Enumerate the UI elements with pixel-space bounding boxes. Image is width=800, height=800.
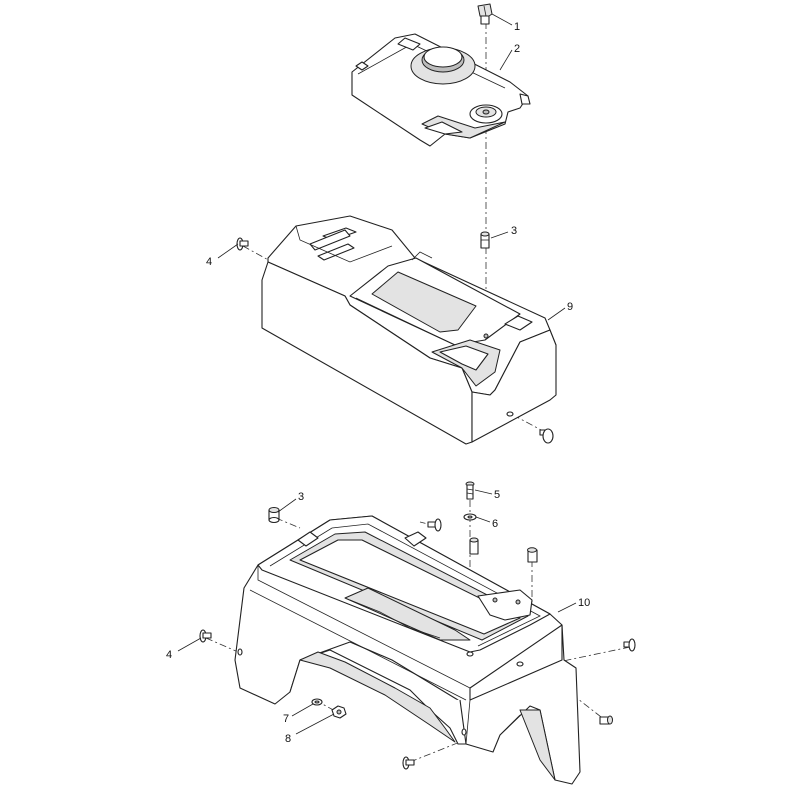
- nut-right-lower: [599, 715, 613, 725]
- callout-labels: 1 2 3 4 9 3 5 6 10 4 7 8: [166, 21, 590, 745]
- washer-part-6: [463, 513, 477, 521]
- callout-4-bottom: 4: [166, 649, 172, 661]
- cover-plate-part-2: [351, 33, 531, 147]
- spacer-part-10-left: [469, 537, 479, 555]
- lower-console-part-10: [234, 515, 581, 785]
- leader-lines: [177, 13, 577, 735]
- spacer-part-3-top: [480, 231, 490, 249]
- washer-part-7: [311, 698, 323, 706]
- callout-1: 1: [514, 21, 520, 33]
- callout-4-top: 4: [206, 256, 212, 268]
- screw-right-side: [623, 638, 636, 652]
- callout-10: 10: [578, 597, 590, 609]
- front-screw-upper: [539, 428, 554, 444]
- screw-bottom-front: [402, 756, 415, 770]
- upper-console-part-9: [261, 215, 557, 445]
- callout-6: 6: [492, 518, 498, 530]
- screw-rim-left: [427, 518, 442, 532]
- spacer-part-3-bottom: [268, 507, 280, 524]
- screw-part-4-top: [236, 237, 249, 251]
- key-part-1: [477, 3, 493, 25]
- nut-part-8: [331, 705, 347, 719]
- callout-5: 5: [494, 489, 500, 501]
- screw-part-4-bottom: [199, 629, 212, 643]
- callout-8: 8: [285, 733, 291, 745]
- callout-9: 9: [567, 301, 573, 313]
- callout-7: 7: [283, 713, 289, 725]
- callout-2: 2: [514, 43, 520, 55]
- callout-3-bottom: 3: [298, 491, 304, 503]
- screw-part-5: [465, 481, 475, 500]
- callout-3-top: 3: [511, 225, 517, 237]
- spacer-part-10-right: [527, 547, 538, 563]
